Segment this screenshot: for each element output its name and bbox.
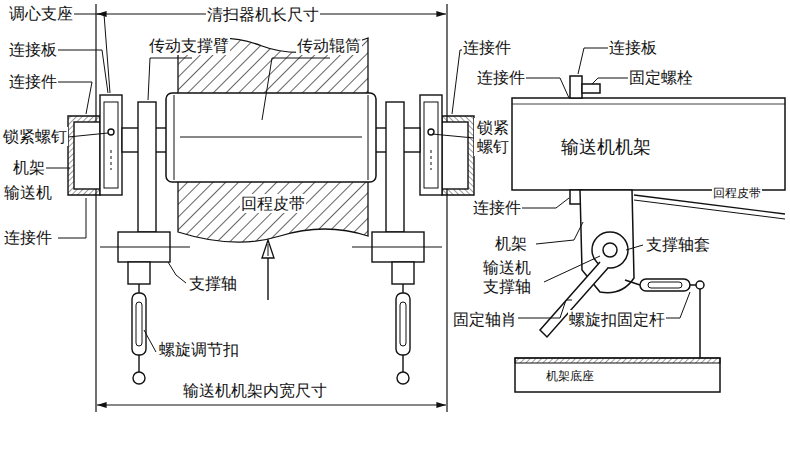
part-label: 输送机机架 — [560, 136, 652, 158]
leader-lines — [46, 14, 690, 352]
part-label: 支撑轴套 — [645, 235, 711, 254]
part-label: 螺旋调节扣 — [158, 340, 240, 359]
side-view — [512, 76, 785, 392]
part-label: 螺旋扣固定杆 — [568, 310, 666, 329]
part-label: 固定轴肖 — [452, 310, 518, 329]
part-label: 传动支撑臂 — [148, 36, 230, 55]
part-label: 输送机 支撑轴 — [480, 258, 533, 296]
part-label: 连接件 — [8, 72, 58, 91]
part-label: 回程皮带 — [712, 186, 762, 200]
part-label: 输送机机架内宽尺寸 — [182, 381, 328, 400]
drive-drum — [166, 93, 376, 182]
part-label: 机架底座 — [545, 369, 595, 383]
part-label: 固定螺栓 — [628, 68, 694, 87]
part-label: 调心支座 — [8, 4, 74, 23]
part-label: 连接件 — [476, 68, 526, 87]
part-label: 连接件 — [3, 228, 53, 247]
part-label: 连接板 — [8, 40, 58, 59]
part-label: 机架 — [494, 234, 528, 253]
part-label: 支撑轴 — [188, 274, 238, 293]
part-label: 连接件 — [472, 198, 522, 217]
direction-arrow — [262, 240, 274, 300]
part-label: 锁紧 螺钉 — [474, 118, 511, 156]
part-label: 输送机 — [3, 183, 53, 202]
part-label: 机架 — [12, 158, 46, 177]
part-label: 连接板 — [608, 38, 658, 57]
part-label: 清扫器机长尺寸 — [206, 5, 320, 24]
part-label: 传动辊筒 — [296, 36, 362, 55]
part-label: 回程皮带 — [240, 194, 306, 213]
part-label: 连接件 — [462, 38, 512, 57]
part-label: 锁紧螺钉 — [2, 127, 68, 146]
